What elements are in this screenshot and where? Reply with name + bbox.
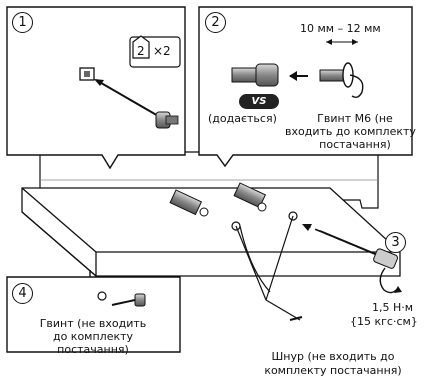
supplied-label: (додається) (208, 112, 277, 125)
step-number-2: 2 (205, 12, 226, 33)
m6-screw-label-line3: постачання) (319, 138, 391, 151)
screwdriver-icon (302, 224, 402, 294)
cord (231, 211, 301, 321)
torque-nm: 1,5 Н·м (372, 301, 414, 314)
count-label: ×2 (153, 44, 171, 58)
cord-label-line1: Шнур (не входить до (271, 350, 395, 363)
wood-screw-icon (97, 291, 146, 307)
m6-screw-icon (319, 62, 364, 99)
vs-badge: VS (239, 94, 279, 109)
icon-digit: 2 (137, 44, 145, 58)
step-number-4: 4 (12, 283, 33, 304)
spacer-icon (231, 63, 279, 87)
cord-label-line2: комплекту постачання) (264, 364, 402, 377)
bracket-screw-icon (155, 111, 179, 129)
panel-step-4 (6, 270, 303, 353)
installed-brackets (169, 182, 267, 217)
panel-step-1 (6, 6, 186, 170)
screw-label-line1: Гвинт (не входить (39, 317, 147, 330)
m6-screw-label-line2: входить до комплекту (285, 125, 416, 138)
cabinet (21, 187, 401, 277)
panel-step-2 (198, 6, 413, 168)
torque-kgf: {15 кгс·см} (350, 315, 418, 328)
screw-label-line2: до комплекту (52, 330, 134, 343)
screw-label-line3: постачання) (57, 343, 129, 356)
dimension-label: 10 мм – 12 мм (300, 22, 381, 35)
rotation-arrow-icon (379, 267, 399, 294)
m6-screw-label-line1: Гвинт M6 (не (317, 112, 393, 125)
step-number-3: 3 (385, 232, 406, 253)
step-number-1: 1 (12, 12, 33, 33)
